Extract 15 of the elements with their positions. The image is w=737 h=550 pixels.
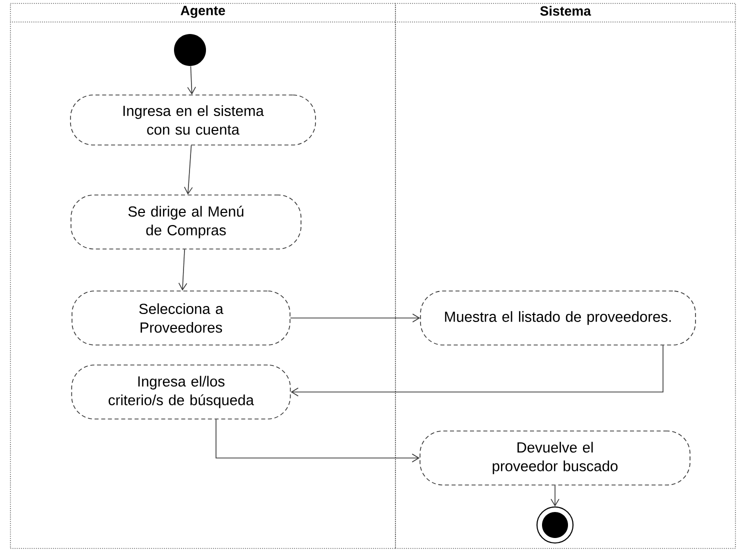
- arrow: [216, 419, 420, 462]
- activity-box: Devuelve el proveedor buscado: [420, 430, 690, 486]
- arrow: [290, 345, 664, 396]
- end-node: [536, 506, 574, 544]
- arrow: [290, 314, 420, 322]
- activity-box: Muestra el listado de proveedores.: [420, 290, 696, 346]
- arrow: [184, 145, 193, 195]
- activity-box: Se dirige al Menú de Compras: [70, 194, 302, 250]
- activity-box: Selecciona a Proveedores: [72, 290, 290, 346]
- start-node: [174, 34, 206, 66]
- activity-box: Ingresa en el sistema con su cuenta: [70, 94, 316, 146]
- arrow: [550, 485, 560, 506]
- activity-box: Ingresa el/los criterio/s de búsqueda: [71, 364, 291, 420]
- arrow: [187, 66, 196, 95]
- arrow: [178, 249, 188, 291]
